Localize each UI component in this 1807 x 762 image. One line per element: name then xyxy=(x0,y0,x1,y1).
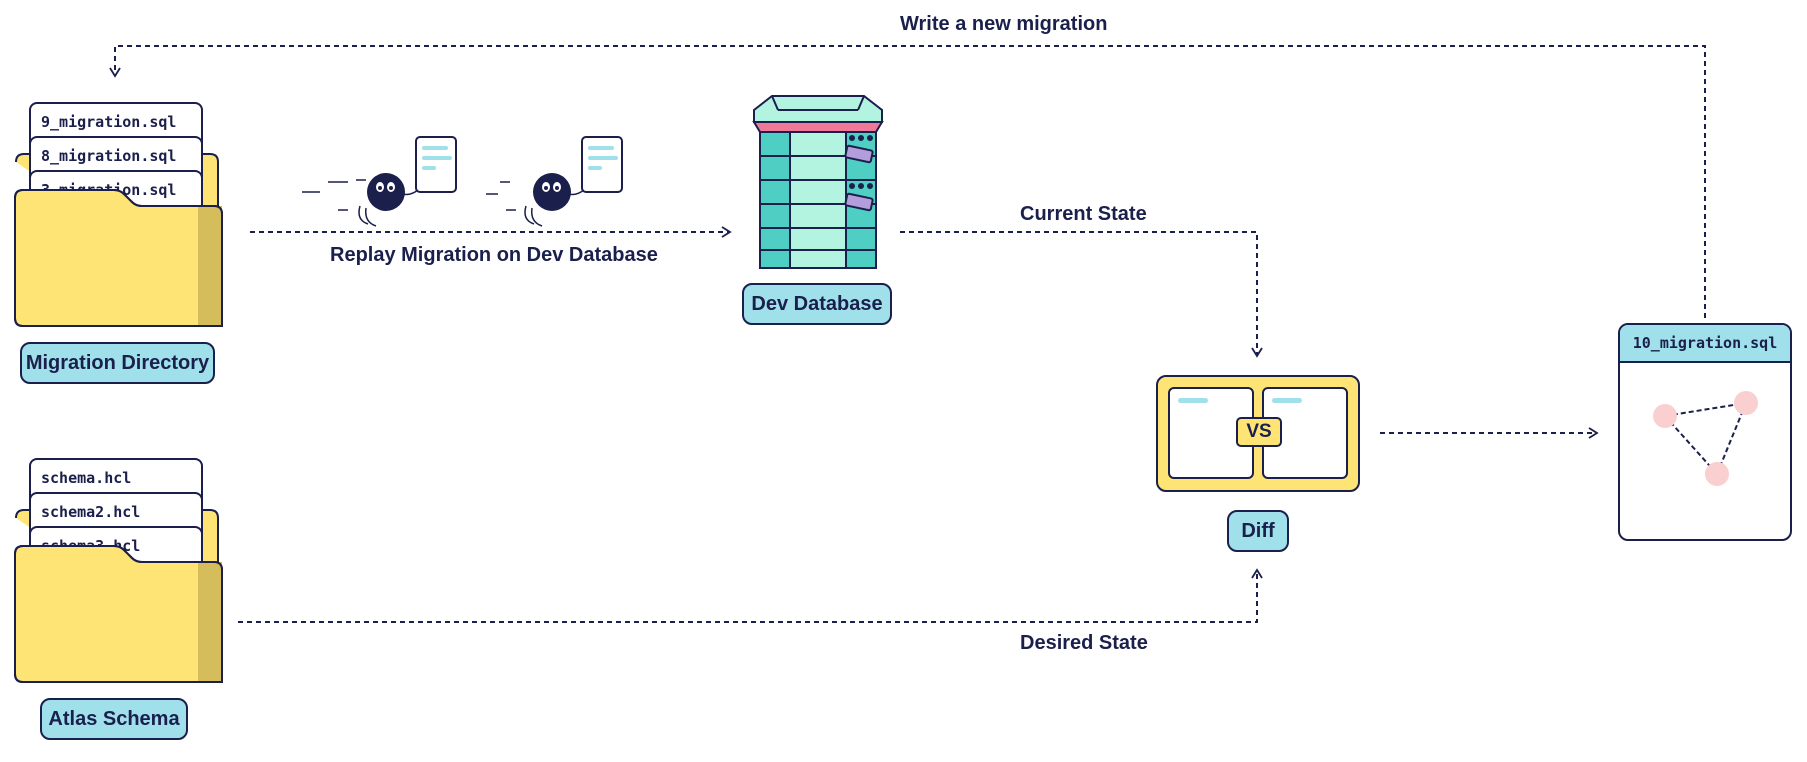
pane-line xyxy=(1178,398,1208,403)
atlas-schema-label: Atlas Schema xyxy=(40,698,188,740)
write-new-migration-edge-label: Write a new migration xyxy=(900,13,1108,35)
current-state-arrow xyxy=(900,231,1263,358)
graph-icon xyxy=(1653,391,1758,486)
diff-label: Diff xyxy=(1227,510,1289,552)
new-migration-file-name: 10_migration.sql xyxy=(1620,325,1790,363)
new-migration-file[interactable]: 10_migration.sql xyxy=(1618,323,1792,541)
pane-line xyxy=(1272,398,1302,403)
folder-icon xyxy=(14,545,223,683)
ghost-mascot-icon xyxy=(486,136,623,227)
desired-state-edge-label: Desired State xyxy=(1020,632,1148,654)
diff-window-icon: VS xyxy=(1156,375,1360,492)
ghost-mascot-icon xyxy=(302,136,457,227)
folder-icon xyxy=(14,189,223,327)
current-state-edge-label: Current State xyxy=(1020,203,1147,225)
migration-directory-label: Migration Directory xyxy=(20,342,215,384)
write-new-migration-arrow xyxy=(109,45,1706,318)
dev-database-label: Dev Database xyxy=(742,283,892,325)
database-server-icon xyxy=(752,95,884,269)
replay-edge-label: Replay Migration on Dev Database xyxy=(330,244,658,266)
vs-badge: VS xyxy=(1236,417,1282,447)
desired-state-arrow xyxy=(238,568,1263,623)
